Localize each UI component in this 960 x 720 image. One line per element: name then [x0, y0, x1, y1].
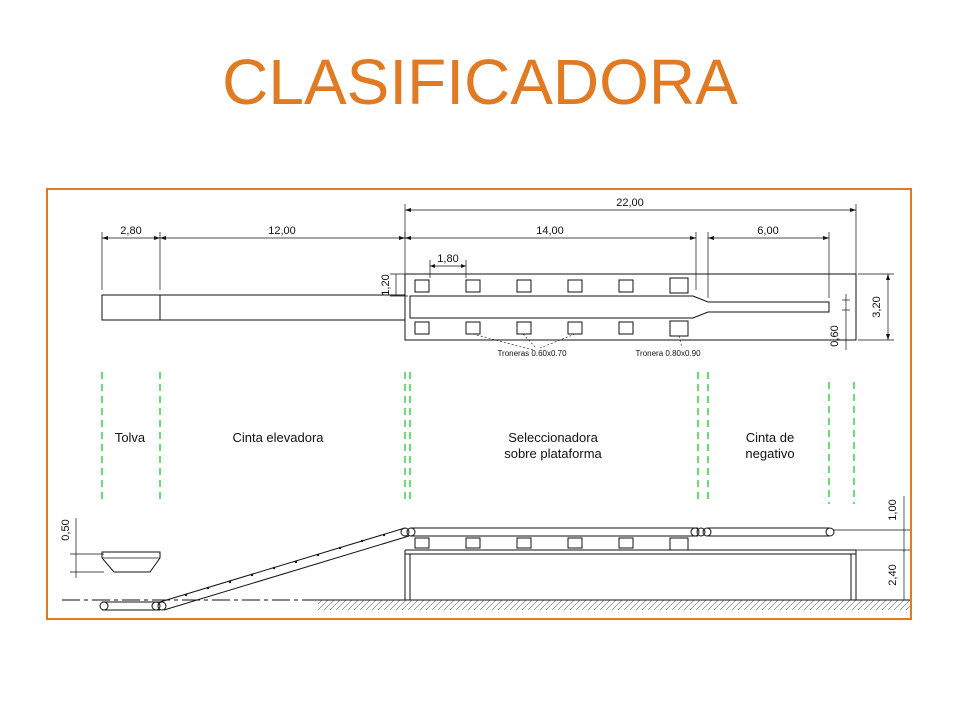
dimension-tolva-label: 2,80: [120, 225, 141, 237]
dimension-total: 22,00: [404, 197, 857, 278]
dimension-upper-height-label: 1,00: [887, 499, 899, 520]
zone-label-cinta-negativo-2: negativo: [745, 446, 794, 461]
zone-label-tolva: Tolva: [115, 430, 146, 445]
elevation-cinta-elevadora: [159, 527, 410, 611]
dimension-tolva: 2,80: [101, 225, 161, 290]
plan-tolva: [101, 294, 161, 321]
dimension-tolva-height-label: 0,50: [60, 519, 72, 540]
dimension-tronera-spacing-label: 1,80: [437, 253, 458, 265]
zone-label-cinta-negativo-1: Cinta de: [746, 430, 794, 445]
dimension-platform-height-label: 2,40: [887, 564, 899, 585]
dimension-tronera-spacing: 1,80: [429, 253, 467, 278]
zone-label-seleccionadora-2: sobre plataforma: [504, 446, 602, 461]
dimension-plan-offset: 1,20: [380, 273, 408, 297]
elevation-cinta-negativo: [708, 527, 829, 537]
elevation-troneras: [414, 537, 689, 551]
dimension-upper-height: 1,00: [833, 496, 910, 552]
dimension-tolva-height: 0,50: [60, 518, 104, 578]
drawing-frame: 22,00 2,80 12,00 14,00 6,00 1,80: [46, 188, 912, 620]
dimension-plan-offset-label: 1,20: [380, 274, 392, 295]
plan-troneras-bottom: [414, 320, 689, 337]
dimension-plan-width: 3,20: [858, 273, 894, 341]
elevation-platform: [404, 549, 857, 600]
dimension-seleccionadora-label: 14,00: [536, 225, 564, 237]
technical-drawing: 22,00 2,80 12,00 14,00 6,00 1,80: [60, 197, 910, 611]
elevation-tolva: [101, 551, 161, 573]
zone-label-seleccionadora-1: Seleccionadora: [508, 430, 598, 445]
dimension-total-label: 22,00: [616, 197, 644, 209]
dimension-platform-height: 2,40: [887, 550, 905, 600]
zone-guides: [101, 372, 855, 504]
dimension-cinta-elevadora-label: 12,00: [268, 225, 296, 237]
plan-conveyor: [409, 295, 830, 319]
dimension-plan-gap-label: 0,60: [829, 325, 841, 346]
elevation-feed-belt: [102, 601, 160, 611]
elevation-seleccionadora-belt: [410, 527, 698, 537]
plan-view: Troneras 0.60x0.70 Tronera 0.80x0.90: [101, 273, 857, 358]
dimension-plan-width-label: 3,20: [871, 296, 883, 317]
plan-cinta-elevadora: [159, 294, 406, 321]
troneras-large-label: Tronera 0.80x0.90: [635, 349, 701, 358]
troneras-small-label: Troneras 0.60x0.70: [497, 349, 567, 358]
tronera-leaders: [472, 333, 683, 351]
ground-hatch: [318, 600, 910, 610]
elevation-view: 0,50: [60, 496, 910, 611]
dimension-plan-gap: 0,60: [829, 294, 850, 350]
dimension-seleccionadora: 14,00: [405, 225, 697, 290]
page-title: CLASIFICADORA: [222, 46, 738, 118]
elevator-rollers: [184, 533, 386, 597]
dimension-cinta-negativo: 6,00: [707, 225, 830, 298]
plan-platform: [404, 273, 857, 341]
zone-label-cinta-elevadora: Cinta elevadora: [232, 430, 324, 445]
dimension-cinta-negativo-label: 6,00: [757, 225, 778, 237]
dimension-cinta-elevadora: 12,00: [160, 225, 406, 290]
plan-troneras-top: [414, 277, 689, 294]
